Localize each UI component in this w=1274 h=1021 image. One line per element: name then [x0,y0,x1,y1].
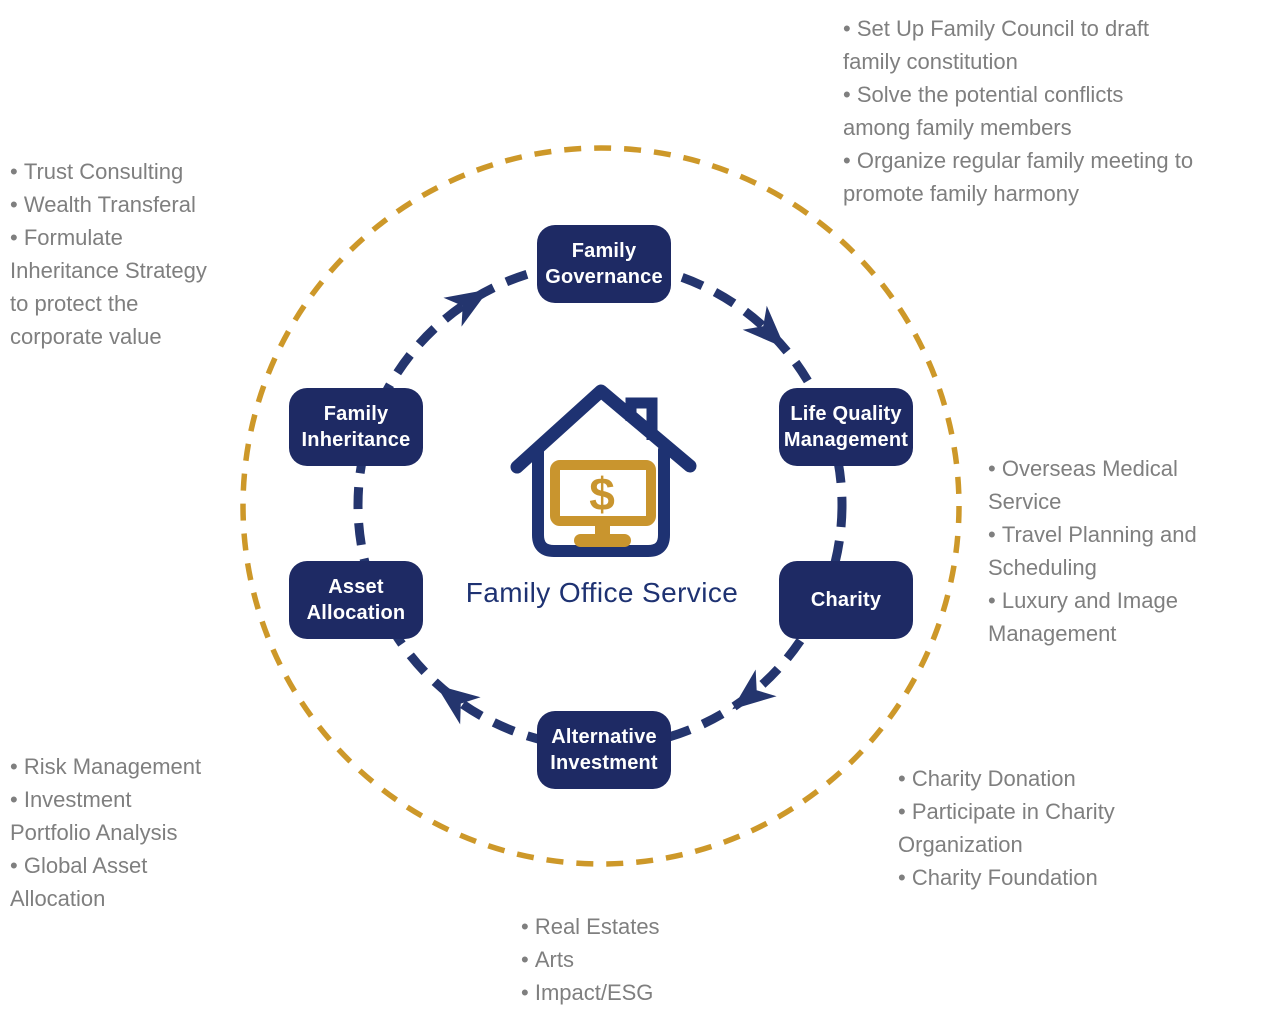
annotation-life-quality-management: Overseas Medical Service Travel Planning… [988,452,1197,650]
monitor-stand-base [574,534,631,547]
node-asset-allocation: Asset Allocation [289,561,423,639]
node-life-quality-management: Life Quality Management [779,388,913,466]
center-title: Family Office Service [465,577,739,608]
bullet-item: Solve the potential conflicts among fami… [843,78,1193,144]
annotation-family-inheritance: Trust Consulting Wealth Transferal Formu… [10,155,207,353]
bullet-item: Risk Management [10,750,201,783]
bullet-item: Global Asset Allocation [10,849,201,915]
bullet-item: Formulate Inheritance Strategy to protec… [10,221,207,353]
bullet-item: Charity Foundation [898,861,1115,894]
flow-arrowhead-to-alternative-investment [732,669,777,710]
bullet-item: Investment Portfolio Analysis [10,783,201,849]
bullet-item: Participate in Charity Organization [898,795,1115,861]
bullet-item: Set Up Family Council to draft family co… [843,12,1193,78]
bullet-item: Real Estates [521,910,660,943]
node-alternative-investment: Alternative Investment [537,711,671,789]
annotation-charity: Charity Donation Participate in Charity … [898,762,1115,894]
bullet-item: Wealth Transferal [10,188,207,221]
monitor-stand-neck [595,520,610,536]
house-roof [510,384,697,474]
annotation-family-governance: Set Up Family Council to draft family co… [843,12,1193,210]
node-family-inheritance: Family Inheritance [289,388,423,466]
bullet-item: Organize regular family meeting to promo… [843,144,1193,210]
house-body [532,444,670,557]
bullet-item: Trust Consulting [10,155,207,188]
flow-arrowhead-to-family-governance [443,289,489,327]
flow-arrowhead-to-life-quality-management [742,305,786,349]
node-charity: Charity [779,561,913,639]
bullet-item: Overseas Medical Service [988,452,1197,518]
bullet-item: Luxury and Image Management [988,584,1197,650]
dollar-sign-icon: $ [589,468,615,520]
outer-gold-dashed-circle [240,145,962,867]
house-office-icon: $ [510,384,697,557]
node-family-governance: Family Governance [537,225,671,303]
bullet-item: Charity Donation [898,762,1115,795]
bullet-item: Arts [521,943,660,976]
bullet-item: Travel Planning and Scheduling [988,518,1197,584]
bullet-item: Impact/ESG [521,976,660,1009]
annotation-alternative-investment: Real Estates Arts Impact/ESG [521,910,660,1009]
flow-arrowhead-to-asset-allocation [436,684,481,725]
annotation-asset-allocation: Risk Management Investment Portfolio Ana… [10,750,201,915]
